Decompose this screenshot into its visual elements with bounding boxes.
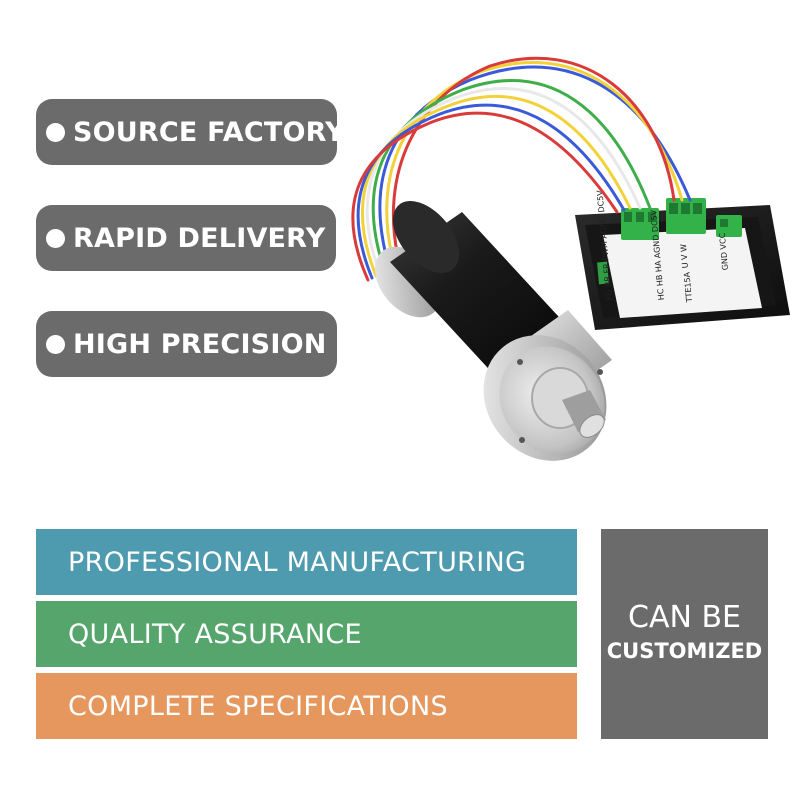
feature-pill-high-precision: HIGH PRECISION [36, 311, 337, 377]
band-quality-assurance: QUALITY ASSURANCE [36, 601, 577, 667]
terminal-block-hall [621, 208, 659, 240]
terminal-block-motor [666, 198, 706, 234]
feature-label: RAPID DELIVERY [73, 222, 326, 254]
driver-box: FG BR FR PWM AGND DC5V HC HB HA AGND DC5… [575, 189, 790, 330]
band-label: QUALITY ASSURANCE [68, 618, 362, 650]
feature-pill-rapid-delivery: RAPID DELIVERY [36, 205, 336, 271]
bullet-dot-icon [46, 122, 65, 142]
driver-pin-labels-power: GND VCC [718, 232, 730, 271]
band-label: PROFESSIONAL MANUFACTURING [68, 546, 527, 578]
motor [375, 201, 612, 461]
bullet-dot-icon [46, 334, 65, 354]
bullet-dot-icon [46, 228, 65, 248]
wire-bundle [351, 56, 692, 282]
customized-box: CAN BE CUSTOMIZED [601, 529, 768, 739]
product-image: FG BR FR PWM AGND DC5V HC HB HA AGND DC5… [351, 56, 790, 461]
feature-pill-source-factory: SOURCE FACTORY [36, 99, 345, 165]
customized-line1: CAN BE [628, 600, 741, 635]
motor-shaft [562, 390, 606, 438]
terminal-block-power [716, 215, 742, 237]
band-label: COMPLETE SPECIFICATIONS [68, 690, 448, 722]
feature-label: SOURCE FACTORY [73, 116, 345, 148]
feature-label: HIGH PRECISION [73, 328, 327, 360]
band-complete-specifications: COMPLETE SPECIFICATIONS [36, 673, 577, 739]
driver-pin-labels-motor: U V W [679, 244, 690, 269]
band-professional-manufacturing: PROFESSIONAL MANUFACTURING [36, 529, 577, 595]
driver-model-label: TTE15A [682, 271, 694, 304]
customized-line2: CUSTOMIZED [606, 638, 763, 663]
